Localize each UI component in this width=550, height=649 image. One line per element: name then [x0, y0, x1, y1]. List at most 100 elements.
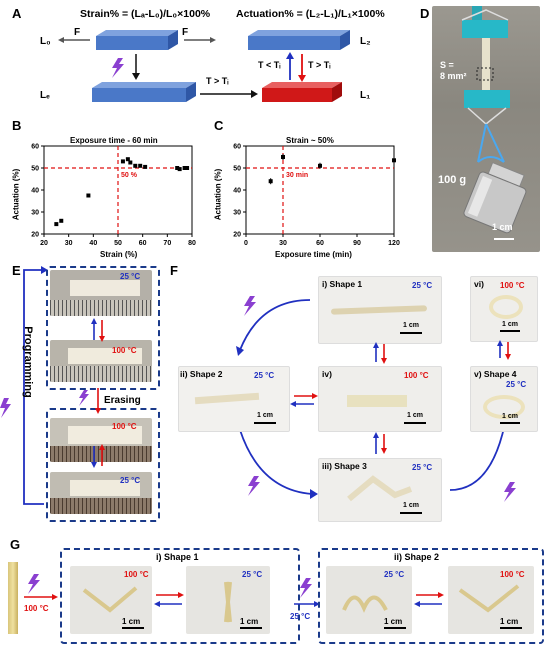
- f-shape2-scalebar: [254, 422, 276, 424]
- chart-b-ylabel: Actuation (%): [11, 168, 21, 221]
- f-iv-temp: 100 °C: [404, 371, 429, 380]
- chart-b-point: [185, 166, 190, 170]
- f-vi-label: vi): [474, 279, 484, 289]
- chart-b-xtick-label: 70: [163, 240, 171, 247]
- f-vi-scale: 1 cm: [502, 321, 518, 328]
- f-shape1-temp: 25 °C: [412, 281, 433, 290]
- chart-b-point: [177, 167, 182, 172]
- f-shape3-scale: 1 cm: [403, 502, 419, 509]
- chart-c-ytick-label: 50: [233, 166, 241, 173]
- chart-c-title: Strain ~ 50%: [286, 136, 334, 145]
- f-iv-scale: 1 cm: [407, 412, 423, 419]
- g-photo-3: [326, 566, 412, 634]
- panel-e-brackets: [0, 266, 48, 505]
- f-shape3-temp: 25 °C: [412, 463, 433, 472]
- g-t25-middle: 25 °C: [290, 612, 311, 621]
- g-box-1: [60, 548, 300, 644]
- chart-c-xlabel: Exposure time (min): [275, 250, 352, 259]
- g-photo-1-temp: 100 °C: [124, 570, 149, 579]
- label-lf: Lₑ: [40, 90, 50, 101]
- f-shape1-scale: 1 cm: [403, 322, 419, 329]
- g-photo-3-scalebar: [384, 627, 406, 629]
- g-photo-3-temp: 25 °C: [384, 570, 405, 579]
- f-iv-scalebar: [404, 422, 426, 424]
- g-photo-1-scale: 1 cm: [122, 617, 141, 626]
- chart-b-xlabel: Strain (%): [100, 250, 138, 259]
- panel-letter-f: F: [170, 263, 178, 278]
- chart-c-ytick-label: 20: [233, 232, 241, 239]
- panel-letter-d: D: [420, 6, 430, 21]
- label-t-greater-2: T > Tᵢ: [308, 60, 331, 70]
- g-shape1-label: i) Shape 1: [156, 552, 199, 562]
- e-box-bottom: [46, 408, 160, 522]
- f-shape4-scalebar: [500, 422, 520, 424]
- g-lightning: [28, 574, 40, 594]
- chart-b-title: Exposure time - 60 min: [70, 136, 158, 145]
- e-photo-3: [50, 418, 152, 462]
- g-middle: [294, 578, 320, 607]
- chart-b-ytick-label: 20: [31, 232, 39, 239]
- g-arrow-in: [24, 594, 58, 600]
- g-v-shape: [82, 586, 138, 613]
- panel-letter-a: A: [12, 6, 22, 21]
- g-photo-2: [186, 566, 270, 634]
- label-l0: L₀: [40, 36, 51, 47]
- g-photo-2-temp: 25 °C: [242, 570, 263, 579]
- chart-b-ytick-label: 60: [31, 144, 39, 151]
- chart-b-point: [120, 159, 125, 164]
- chart-b-point: [138, 163, 143, 168]
- chart-c-point: [268, 179, 273, 184]
- g-m-shape: [342, 595, 388, 613]
- f-shape1-label: i) Shape 1: [322, 279, 363, 289]
- d-scale-label: 1 cm: [492, 222, 513, 232]
- chart-b-point: [125, 157, 130, 162]
- d-scalebar: [494, 238, 514, 240]
- chart-b-ytick-label: 40: [31, 188, 39, 195]
- chart-c-xtick-label: 30: [279, 240, 287, 247]
- e-photo-2: [50, 340, 152, 382]
- f-shape1-scalebar: [400, 332, 422, 334]
- d-s-label: S =: [440, 60, 454, 70]
- photo-weight-test: [432, 6, 540, 252]
- g-photo-2-scale: 1 cm: [240, 617, 259, 626]
- e-photo-1: [50, 270, 152, 316]
- chart-c-xtick-label: 0: [244, 240, 248, 247]
- chart-c-plot-area: [245, 145, 395, 235]
- chart-b-ytick-label: 30: [31, 210, 39, 217]
- actuation-equation: Actuation% = (L₂-L₁)/L₁×100%: [236, 8, 385, 20]
- g-arrows-2: [414, 592, 444, 607]
- chart-b-annotation: 50 %: [121, 172, 138, 179]
- shape3-bend: [347, 475, 413, 502]
- label-t-less: T < Tᵢ: [258, 60, 281, 70]
- panel-letter-c: C: [214, 118, 224, 133]
- f-shape2-temp: 25 °C: [254, 371, 275, 380]
- e-box-top: [46, 266, 160, 390]
- f-shape2-photo: [178, 366, 290, 432]
- chart-b-point: [182, 166, 187, 170]
- f-shape4-temp: 25 °C: [506, 380, 527, 389]
- strain-equation: Strain% = (Lₐ-L₀)/L₀×100%: [80, 8, 211, 20]
- label-f-left: F: [74, 27, 81, 38]
- g-photo-4-scale: 1 cm: [500, 617, 519, 626]
- f-shape3-label: iii) Shape 3: [322, 461, 367, 471]
- panel-f-arrows: [290, 340, 511, 454]
- f-shape4-scale: 1 cm: [502, 413, 518, 420]
- chart-b-point: [175, 166, 180, 170]
- label-f-right: F: [182, 27, 189, 38]
- label-l2: L₂: [360, 36, 371, 47]
- e-t25-1: 25 °C: [120, 272, 141, 281]
- chart-b-point: [133, 163, 138, 168]
- chart-b-xtick-label: 60: [139, 240, 147, 247]
- chart-c-annotation: 30 min: [286, 172, 308, 179]
- panel-letter-b: B: [12, 118, 22, 133]
- chart-c-xtick-label: 90: [353, 240, 361, 247]
- panel-letter-g: G: [10, 537, 21, 552]
- panel-e-arrows: [79, 318, 105, 468]
- chart-b-ytick-label: 50: [31, 166, 39, 173]
- f-vi-scalebar: [500, 330, 520, 332]
- chart-c-point: [318, 163, 322, 168]
- chart-c-point: [392, 158, 396, 163]
- panel-a-schematic: [58, 30, 350, 102]
